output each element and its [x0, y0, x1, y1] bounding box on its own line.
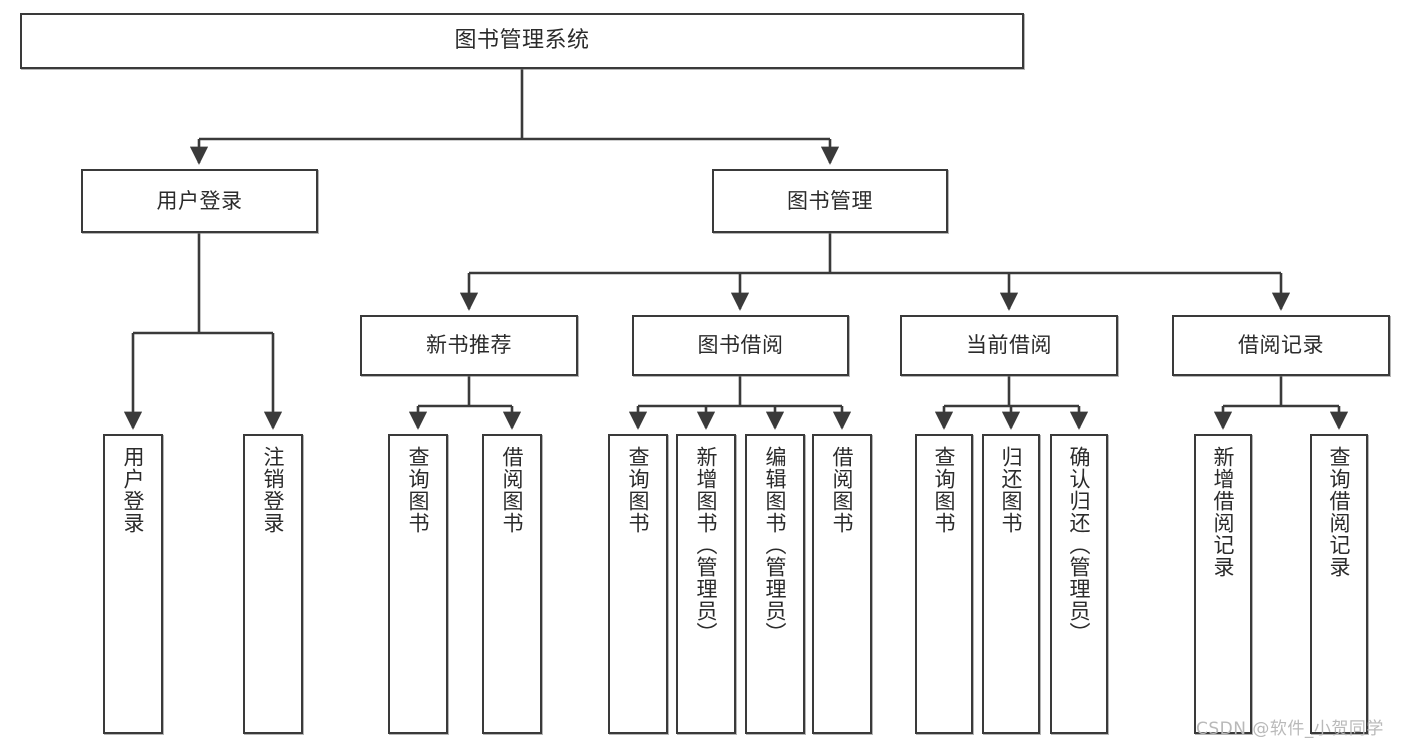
node-new-book-recommend[interactable]: 新书推荐 — [360, 315, 578, 376]
leaf-recommend-query-book[interactable]: 查询图书 — [388, 434, 448, 734]
node-label: 图书管理 — [787, 188, 873, 213]
node-root-system[interactable]: 图书管理系统 — [20, 13, 1024, 69]
node-label: 当前借阅 — [966, 333, 1052, 358]
node-book-borrow[interactable]: 图书借阅 — [632, 315, 849, 376]
node-label: 用户登录 — [121, 446, 146, 534]
node-label: 确认归还（管理员） — [1067, 446, 1092, 644]
node-label: 新增图书（管理员） — [694, 446, 719, 644]
node-label: 借阅图书 — [830, 446, 855, 534]
leaf-borrow-borrow-book[interactable]: 借阅图书 — [812, 434, 872, 734]
node-label: 查询图书 — [406, 446, 431, 534]
node-label: 归还图书 — [999, 446, 1024, 534]
leaf-record-add-record[interactable]: 新增借阅记录 — [1194, 434, 1252, 734]
leaf-current-confirm-return-admin[interactable]: 确认归还（管理员） — [1050, 434, 1108, 734]
node-label: 查询图书 — [626, 446, 651, 534]
node-book-management[interactable]: 图书管理 — [712, 169, 948, 233]
watermark-text: CSDN @软件_小贺同学 — [1196, 719, 1384, 739]
node-label: 查询借阅记录 — [1327, 446, 1352, 578]
node-user-login[interactable]: 用户登录 — [81, 169, 318, 233]
leaf-current-return-book[interactable]: 归还图书 — [982, 434, 1040, 734]
node-label: 借阅记录 — [1238, 333, 1324, 358]
node-label: 图书管理系统 — [454, 28, 590, 54]
leaf-record-query-record[interactable]: 查询借阅记录 — [1310, 434, 1368, 734]
leaf-borrow-query-book[interactable]: 查询图书 — [608, 434, 668, 734]
leaf-current-query-book[interactable]: 查询图书 — [915, 434, 973, 734]
node-current-borrow[interactable]: 当前借阅 — [900, 315, 1118, 376]
node-label: 查询图书 — [932, 446, 957, 534]
node-label: 用户登录 — [156, 188, 243, 213]
node-label: 图书借阅 — [697, 333, 784, 358]
leaf-user-login-logout[interactable]: 注销登录 — [243, 434, 303, 734]
node-label: 新增借阅记录 — [1211, 446, 1236, 578]
node-borrow-record[interactable]: 借阅记录 — [1172, 315, 1390, 376]
node-label: 新书推荐 — [426, 333, 512, 358]
leaf-borrow-edit-book-admin[interactable]: 编辑图书（管理员） — [745, 434, 805, 734]
leaf-recommend-borrow-book[interactable]: 借阅图书 — [482, 434, 542, 734]
leaf-user-login-login[interactable]: 用户登录 — [103, 434, 163, 734]
node-label: 注销登录 — [261, 446, 286, 534]
leaf-borrow-add-book-admin[interactable]: 新增图书（管理员） — [676, 434, 736, 734]
node-label: 编辑图书（管理员） — [763, 446, 788, 644]
node-label: 借阅图书 — [500, 446, 525, 534]
